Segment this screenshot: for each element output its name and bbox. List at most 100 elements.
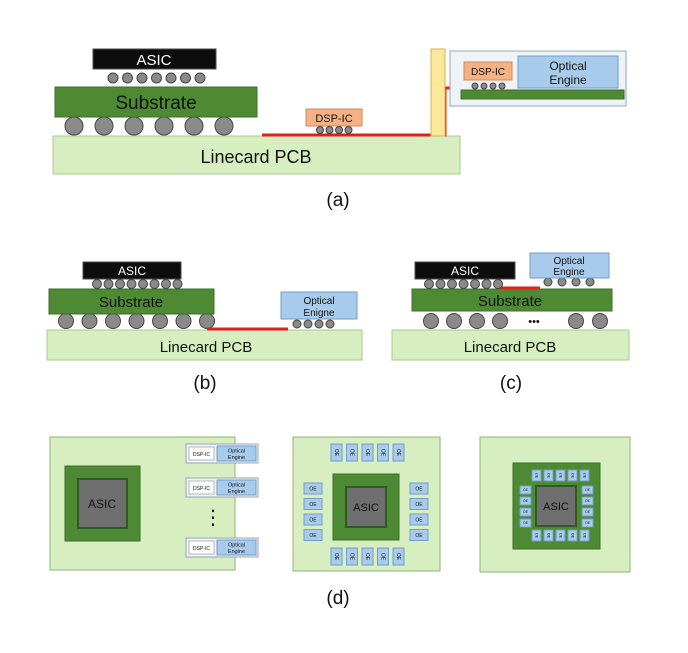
oe-box xyxy=(392,547,405,566)
oe-label: OE xyxy=(582,473,586,479)
oe-box xyxy=(519,518,532,528)
oe-chip: OE xyxy=(377,547,389,566)
bump xyxy=(458,279,469,289)
oe-label: OE xyxy=(309,517,317,523)
substrate-bga-balls xyxy=(58,313,215,329)
asic-label: ASIC xyxy=(136,52,171,69)
oe-chip: OE xyxy=(519,496,532,506)
module-dsp-ic xyxy=(188,446,215,461)
oe-box xyxy=(409,498,429,510)
oe-chip: OE xyxy=(377,443,389,462)
module-dsp-ic xyxy=(188,540,215,555)
bump xyxy=(325,126,334,134)
oe-label: OE xyxy=(546,473,550,479)
optical-engine xyxy=(517,55,619,89)
oe-label: OE xyxy=(585,510,591,514)
edge-connector xyxy=(430,48,446,137)
asic-bumps xyxy=(424,279,503,289)
bump xyxy=(122,72,133,84)
oe-label: OE xyxy=(523,488,529,492)
bump xyxy=(92,279,102,289)
bump xyxy=(424,279,434,289)
oe-chip: OE xyxy=(346,443,358,462)
bump xyxy=(435,279,446,289)
module-optical-engine xyxy=(216,539,257,556)
ball-ellipsis: ••• xyxy=(528,316,540,328)
bump xyxy=(571,277,581,287)
oe-label: OE xyxy=(558,533,562,539)
linecard-label: Linecard PCB xyxy=(160,339,253,356)
asic-chip xyxy=(82,261,182,280)
oe-box xyxy=(581,485,594,495)
oe-label: OE xyxy=(534,533,538,539)
asic-package xyxy=(332,473,400,541)
solder-ball xyxy=(94,116,114,136)
panel-a: Linecard PCB Substrate ASIC DSP-IC DSP-I… xyxy=(52,48,627,211)
oe-label: OE xyxy=(585,521,591,525)
optical-engine-label-2: Enigne xyxy=(303,308,335,319)
oe-box xyxy=(579,469,590,482)
module-dsp-label: DSP-IC xyxy=(193,452,210,458)
panel-d: ASIC DSP-ICOpticalEngineDSP-ICOpticalEng… xyxy=(49,436,631,609)
oe-box xyxy=(392,443,405,462)
oe-chip: OE xyxy=(567,469,578,482)
solder-ball xyxy=(423,313,439,329)
bump xyxy=(149,279,160,289)
oe-box xyxy=(303,482,323,495)
oe-label: OE xyxy=(333,553,339,561)
substrate xyxy=(54,86,258,118)
asic-die xyxy=(535,485,577,527)
bump xyxy=(325,319,335,329)
solder-ball xyxy=(568,313,584,329)
module-optical-engine xyxy=(216,445,257,462)
solder-ball xyxy=(154,116,174,136)
oe-chip: OE xyxy=(581,507,594,517)
module-dsp-ic xyxy=(188,480,215,495)
bump xyxy=(498,82,506,90)
oe-chip: OE xyxy=(581,496,594,506)
bump xyxy=(470,279,480,289)
asic-label: ASIC xyxy=(353,502,379,514)
oe-chip: OE xyxy=(392,443,405,462)
optical-engine-label-1: Optical xyxy=(303,296,334,307)
oe-label: OE xyxy=(570,533,574,539)
module-dsp-label: DSP-IC xyxy=(471,67,505,78)
oe-box xyxy=(543,529,554,542)
oe-box xyxy=(303,529,323,541)
solder-ball xyxy=(58,313,74,329)
oe-label: OE xyxy=(379,449,385,457)
bump xyxy=(292,319,302,329)
caption-d: (d) xyxy=(326,588,349,609)
bump xyxy=(543,277,553,287)
oe-chip: OE xyxy=(361,547,374,566)
oe-box xyxy=(303,498,323,510)
bump xyxy=(107,72,119,84)
oe-label: OE xyxy=(348,553,354,561)
asic-chip xyxy=(92,48,217,70)
bump xyxy=(585,277,595,287)
solder-ball xyxy=(592,313,608,329)
solder-ball xyxy=(152,313,168,329)
oe-label: OE xyxy=(309,533,317,539)
solder-ball xyxy=(128,313,145,329)
solder-ball xyxy=(81,313,98,329)
oe-label: OE xyxy=(585,488,591,492)
oe-chip: OE xyxy=(579,529,590,542)
oe-label: OE xyxy=(415,486,423,492)
asic-die xyxy=(345,486,387,528)
asic-label: ASIC xyxy=(118,264,146,278)
oe-chip: OE xyxy=(543,529,554,542)
oe-chip: OE xyxy=(346,547,358,566)
oe-label: OE xyxy=(309,502,317,508)
bump xyxy=(471,82,479,90)
oe-chip: OE xyxy=(519,485,532,495)
bump xyxy=(314,319,324,329)
solder-ball xyxy=(492,313,508,329)
oe-box xyxy=(303,513,323,526)
solder-ball xyxy=(214,116,234,136)
solder-ball xyxy=(64,116,84,136)
oe-chip: OE xyxy=(519,507,532,517)
